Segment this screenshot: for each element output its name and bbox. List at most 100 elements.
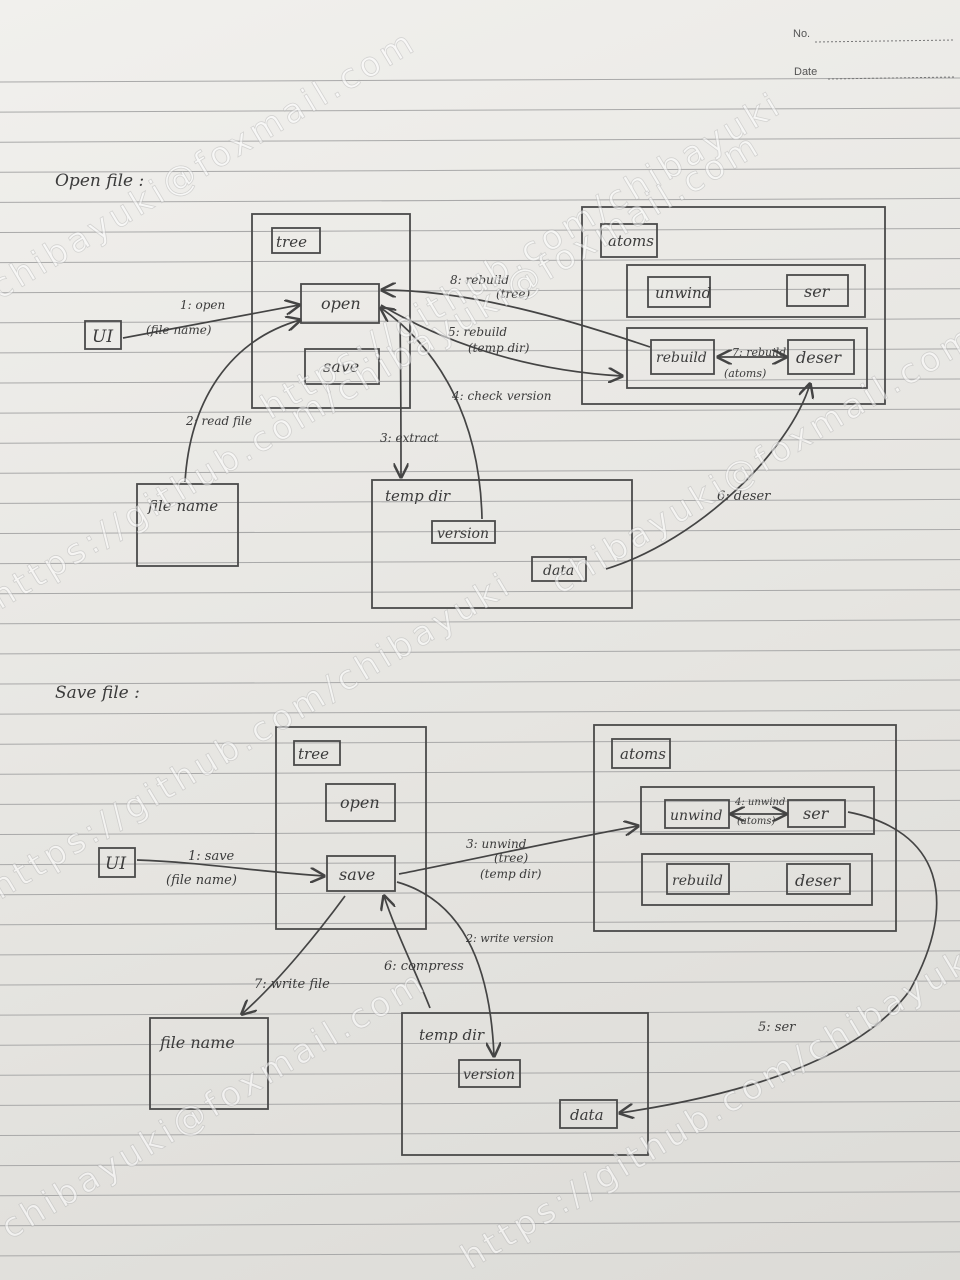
open-unwind-label: unwind (655, 284, 711, 302)
open-deser-label: deser (796, 348, 842, 367)
save-step-5: 5: ser (758, 1020, 796, 1035)
save-edge-5-ser (620, 811, 938, 1113)
ruled-line (0, 197, 960, 203)
open-step-1: 1: open (180, 298, 225, 312)
save-ser-label: ser (803, 804, 830, 823)
ruled-line (0, 348, 960, 354)
open-file-title: Open file : (55, 171, 144, 191)
save-unwind-node (664, 799, 730, 829)
save-open-node (325, 783, 396, 822)
ruled-line (0, 980, 960, 986)
open-ser-label: ser (804, 282, 831, 301)
header-no-line (814, 39, 956, 43)
save-step-3: 3: unwind (466, 837, 527, 851)
header-date-line (827, 76, 956, 80)
open-open-label: open (321, 294, 361, 313)
open-ser-node (786, 274, 849, 307)
ruled-line (0, 228, 960, 233)
save-step-3-arg2: (temp dir) (480, 867, 542, 881)
save-step-6: 6: compress (384, 959, 464, 974)
open-edge-6-deser (605, 384, 810, 570)
open-edge-4-check-version (381, 308, 483, 520)
save-deser-label: deser (795, 871, 841, 890)
ruled-line (0, 1131, 960, 1136)
ruled-line (0, 77, 960, 83)
save-rebuild-label: rebuild (672, 873, 723, 889)
open-tree-tag (271, 227, 321, 254)
open-deser-node (787, 339, 855, 375)
open-step-8: 8: rebuild (450, 273, 509, 287)
open-atoms-tag (600, 223, 658, 258)
watermark-layer: chibayuki@foxmail.com https://github.com… (0, 21, 960, 1278)
open-edge-5-rebuild (380, 304, 622, 376)
open-atoms-container (581, 206, 886, 405)
open-rebuild-label: rebuild (656, 350, 707, 366)
open-step-3: 3: extract (380, 431, 439, 445)
save-atoms-container (593, 724, 897, 932)
ruled-line (0, 438, 960, 444)
ruled-line (0, 137, 960, 143)
save-temp-dir-container (401, 1012, 649, 1156)
ruled-line (0, 1191, 960, 1197)
open-file-name-label: file name (147, 497, 218, 515)
ruled-line (0, 318, 960, 324)
ruled-line (0, 890, 960, 896)
ruled-line (0, 529, 960, 534)
open-step-8-arg: (tree) (496, 287, 530, 301)
save-file-name-box (149, 1017, 269, 1110)
open-edge-3-extract (400, 321, 401, 477)
watermark-text: https://github.com/chibayuki (0, 564, 520, 908)
ruled-line (0, 288, 960, 294)
ruled-line (0, 619, 960, 625)
ruled-line (0, 709, 960, 715)
open-step-5-arg: (temp dir) (468, 341, 530, 355)
ruled-line (0, 258, 960, 264)
open-tree-label: tree (276, 233, 307, 251)
save-edge-7-write-file (242, 895, 346, 1014)
save-step-1: 1: save (188, 849, 235, 864)
save-tree-tag (293, 740, 341, 766)
open-data-label: data (543, 563, 574, 579)
save-save-node (326, 855, 396, 892)
save-ser-node (787, 799, 846, 828)
save-step-4: 4: unwind (734, 797, 785, 808)
ruled-line (0, 769, 960, 775)
save-edge-6-compress (384, 896, 431, 1009)
open-version-node (431, 520, 496, 544)
save-unwind-label: unwind (670, 808, 723, 824)
ruled-line (0, 649, 960, 655)
open-data-node (531, 556, 587, 582)
ruled-line (0, 739, 960, 745)
watermark-text: https://github.com/chibayuki (454, 934, 960, 1278)
ruled-line (0, 1100, 960, 1106)
ruled-line (0, 860, 960, 866)
open-atoms-label: atoms (608, 232, 654, 250)
header-no-label: No. (793, 28, 810, 40)
ruled-line (0, 1070, 960, 1076)
ruled-line (0, 498, 960, 504)
save-file-name-label: file name (159, 1033, 235, 1052)
save-step-1-arg: (file name) (166, 873, 237, 888)
open-ui-box (84, 320, 122, 350)
open-edge-1-open (122, 305, 299, 339)
open-rebuild-node (650, 339, 715, 375)
save-save-label: save (339, 865, 375, 884)
open-file-diagram: Open file : UI tree open save atoms unwi… (55, 171, 886, 609)
save-step-2: 2: write version (465, 932, 554, 945)
ruled-line (0, 1040, 960, 1046)
ruled-line (0, 589, 960, 595)
open-step-4: 4: check version (451, 389, 551, 403)
open-temp-dir-label: temp dir (385, 487, 451, 505)
open-step-6: 6: deser (717, 489, 771, 504)
save-step-7: 7: write file (254, 977, 330, 992)
ruled-lines (0, 77, 960, 1257)
ruled-line (0, 559, 960, 565)
ruled-line (0, 830, 960, 835)
save-file-diagram: Save file : UI tree open save atoms unwi… (55, 683, 938, 1156)
ruled-line (0, 799, 960, 805)
open-edge-8-rebuild (382, 290, 651, 348)
save-edge-1-save (136, 859, 324, 876)
save-version-label: version (463, 1067, 515, 1083)
